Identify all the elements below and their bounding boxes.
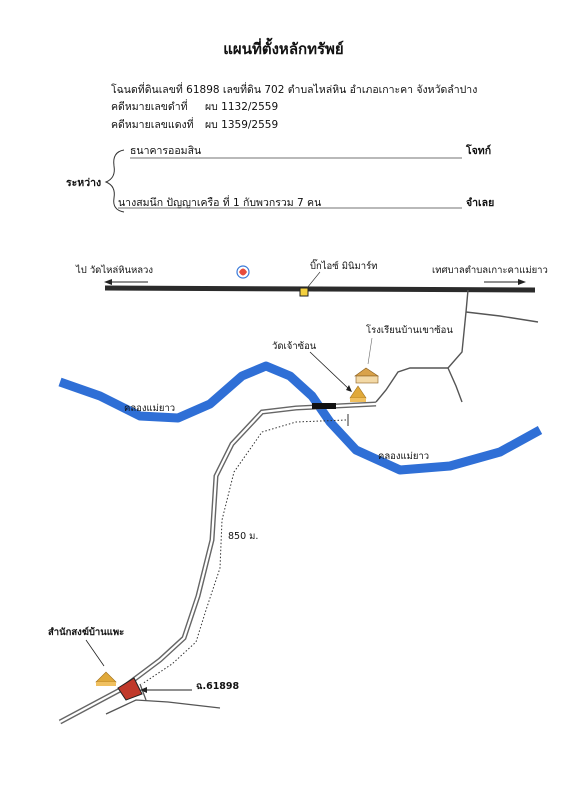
school-icon	[354, 367, 379, 384]
plaintiff-name: ธนาคารออมสิน	[130, 145, 202, 157]
gas-station-icon	[236, 265, 250, 279]
distance-path	[141, 419, 347, 685]
black-case-number: ผบ 1132/2559	[205, 101, 279, 113]
lower-road	[105, 699, 221, 715]
page-title: แผนที่ตั้งหลักทรัพย์	[223, 40, 344, 58]
canal-label-right: คลองแม่ยาว	[378, 451, 430, 462]
plaintiff-role: โจทก์	[466, 145, 492, 157]
side-road-2	[465, 311, 539, 323]
school-label: โรงเรียนบ้านเขาซ้อน	[366, 325, 453, 336]
canal-river	[58, 361, 543, 475]
black-case-label: คดีหมายเลขดำที่	[111, 101, 188, 113]
arrow-right-icon	[484, 279, 526, 285]
monastery-icon	[95, 671, 117, 686]
bridge-icon	[312, 403, 336, 409]
canal-label-left: คลองแม่ยาว	[124, 403, 176, 414]
monastery-label: สำนักสงฆ์บ้านแพะ	[48, 627, 125, 638]
deed-info: โฉนดที่ดินเลขที่ 61898 เลขที่ดิน 702 ตำบ…	[111, 84, 478, 96]
access-road-inner	[59, 402, 377, 723]
defendant-name: นางสมนึก ปัญญาเครือ ที่ 1 กับพวกรวม 7 คน	[118, 197, 322, 209]
red-case-label: คดีหมายเลขแดงที่	[111, 119, 194, 131]
road-left-label: ไป วัดไหล่หินหลวง	[76, 265, 154, 276]
distance-label: 850 ม.	[228, 531, 259, 542]
brace	[104, 149, 125, 213]
between-label: ระหว่าง	[66, 177, 102, 189]
store-icon	[299, 287, 309, 297]
arrow-left-icon	[104, 279, 148, 285]
parcel-label: ฉ.61898	[196, 681, 240, 692]
temple-icon	[349, 385, 367, 402]
parcel-marker	[117, 677, 143, 701]
side-road-3	[447, 367, 463, 403]
side-road-4	[375, 367, 448, 403]
temple-label: วัดเจ้าซ้อน	[272, 341, 317, 352]
road-right-label: เทศบาลตำบลเกาะคาแม่ยาว	[432, 265, 548, 276]
side-road-1	[447, 289, 469, 369]
main-road	[104, 285, 536, 293]
defendant-role: จำเลย	[466, 197, 495, 209]
red-case-number: ผบ 1359/2559	[205, 119, 279, 131]
store-label: บิ๊กไอซ์ มินิมาร์ท	[310, 261, 378, 272]
